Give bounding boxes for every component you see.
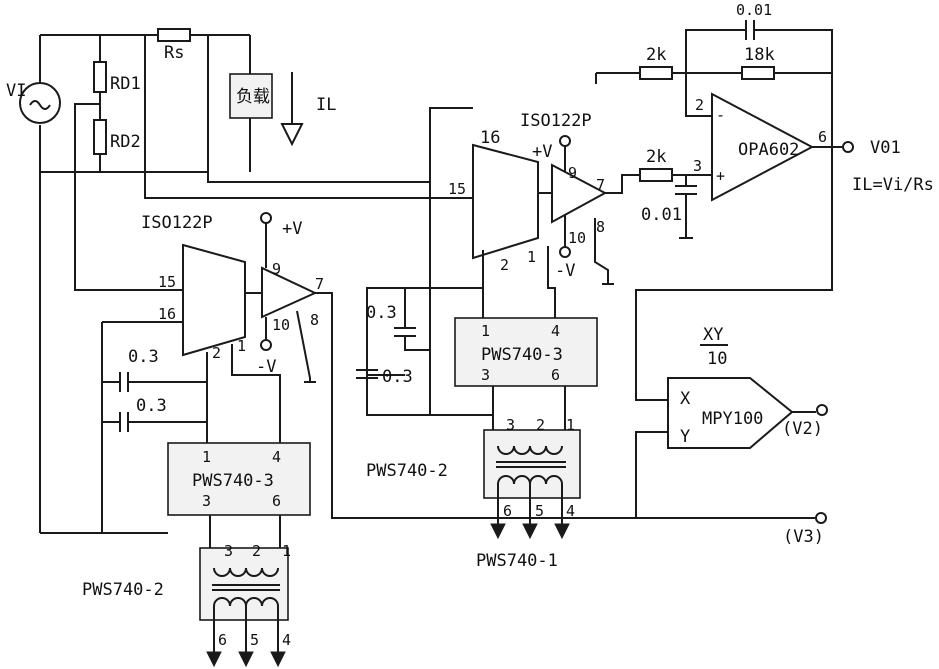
cap-right1-label: 0.3 [366,303,397,323]
iso122p-right [366,107,614,416]
iso-left-pin16: 16 [158,305,176,323]
rd2-label: RD2 [110,132,141,152]
iso-left-pin7: 7 [315,275,324,293]
mpy100 [635,377,828,524]
opa-pin2: 2 [695,96,704,114]
load-label: 负载 [236,87,270,107]
capacitors-left [102,372,207,432]
pws2-left-pin5: 5 [250,631,259,649]
iso122p-left [101,212,815,533]
source-label: VI [6,81,26,101]
iso-left-pin9: 9 [272,260,281,278]
voltage-source [19,82,61,124]
load-box [229,73,273,119]
iso-right-pin8: 8 [596,218,605,236]
iso-right-pin2: 2 [500,256,509,274]
pws2-left-pin4: 4 [282,631,291,649]
pws3-left-pin4: 4 [272,448,281,466]
pws3-right-pin6: 6 [551,366,560,384]
pws2-right-pin5: 5 [535,502,544,520]
pws3-left-pin6: 6 [272,492,281,510]
pws740-2-left [199,515,289,668]
rd1-label: RD1 [110,74,141,94]
pws2-right-pin1: 1 [566,416,575,434]
mpy-formula-den: 10 [707,349,727,369]
cap-001-label: 0.01 [736,1,772,19]
input-network [39,34,473,534]
resistor-2k-input [639,168,673,182]
res-18k-label: 18k [744,45,775,65]
res-2k-fb-label: 2k [646,45,666,65]
opa-minus: - [716,106,725,124]
v2-label: (V2) [782,419,823,439]
opa-pin6: 6 [818,128,827,146]
mpy-name: MPY100 [702,409,763,429]
v3-label: (V3) [783,527,824,547]
pws3-right-name: PWS740-3 [481,345,563,365]
iso-left-pin10: 10 [272,316,290,334]
cap-left2-label: 0.3 [136,396,167,416]
pws2-right-pin2: 2 [536,416,545,434]
iso-left-minusv: -V [256,357,276,377]
rs-label: Rs [164,43,184,63]
iso-right-pin9: 9 [568,164,577,182]
pws740-3-left [167,442,311,516]
pws2-right-name: PWS740-2 [366,461,448,481]
resistor-rs [157,28,191,42]
pws2-left-pin3: 3 [224,542,233,560]
pws1-name: PWS740-1 [476,551,558,571]
iso-left-pin15: 15 [158,273,176,291]
opa-plus: + [716,167,725,185]
iso-right-pin7: 7 [596,176,605,194]
pws3-right-pin4: 4 [551,322,560,340]
cap-left1-label: 0.3 [128,347,159,367]
pws3-left-pin1: 1 [202,448,211,466]
res-2k-in-label: 2k [646,147,666,167]
opa-name: OPA602 [738,140,799,160]
pws3-left-name: PWS740-3 [192,471,274,491]
capacitors-right [356,318,430,415]
iso-right-name: ISO122P [520,111,592,131]
iso-right-minusv: -V [555,261,575,281]
cap-right2-label: 0.3 [382,367,413,387]
iso-left-pin8: 8 [310,311,319,329]
iso-right-pin15: 15 [448,180,466,198]
pws2-left-name: PWS740-2 [82,580,164,600]
mpy-formula-num: XY [703,325,723,345]
pws3-right-pin1: 1 [481,322,490,340]
current-arrow-icon [280,72,304,147]
iso-right-pin1: 1 [527,248,536,266]
resistor-rd1 [93,61,107,93]
pws740-3-right [454,317,598,387]
opa-pin3: 3 [693,157,702,175]
pws2-left-pin2: 2 [252,542,261,560]
mpy-x: X [680,389,691,409]
resistor-18k [741,66,775,80]
v01-label: V01 [870,138,901,158]
iso-left-pin2: 2 [212,344,221,362]
iso-right-pin16: 16 [480,128,500,148]
pws2-left-pin1: 1 [282,542,291,560]
iso-left-pin1: 1 [237,337,246,355]
pws2-right-pin3: 3 [506,416,515,434]
iso-right-plusv: +V [532,142,552,162]
pws3-left-pin3: 3 [202,492,211,510]
opa602-stage [595,20,854,401]
iso-left-name: ISO122P [141,213,213,233]
pws2-right-pin6: 6 [503,502,512,520]
iso-left-plusv: +V [282,219,302,239]
cap-001-in-label: 0.01 [641,205,682,225]
pws3-right-pin3: 3 [481,366,490,384]
il-formula: IL=Vi/Rs [852,175,934,195]
resistor-rd2 [93,119,107,155]
il-label: IL [316,95,336,115]
mpy-y: Y [680,427,690,447]
pws2-right-pin4: 4 [566,502,575,520]
iso-right-pin10: 10 [568,229,586,247]
pws2-left-pin6: 6 [218,631,227,649]
pws740-2-right [483,386,581,540]
resistor-2k-feedback [639,66,673,80]
